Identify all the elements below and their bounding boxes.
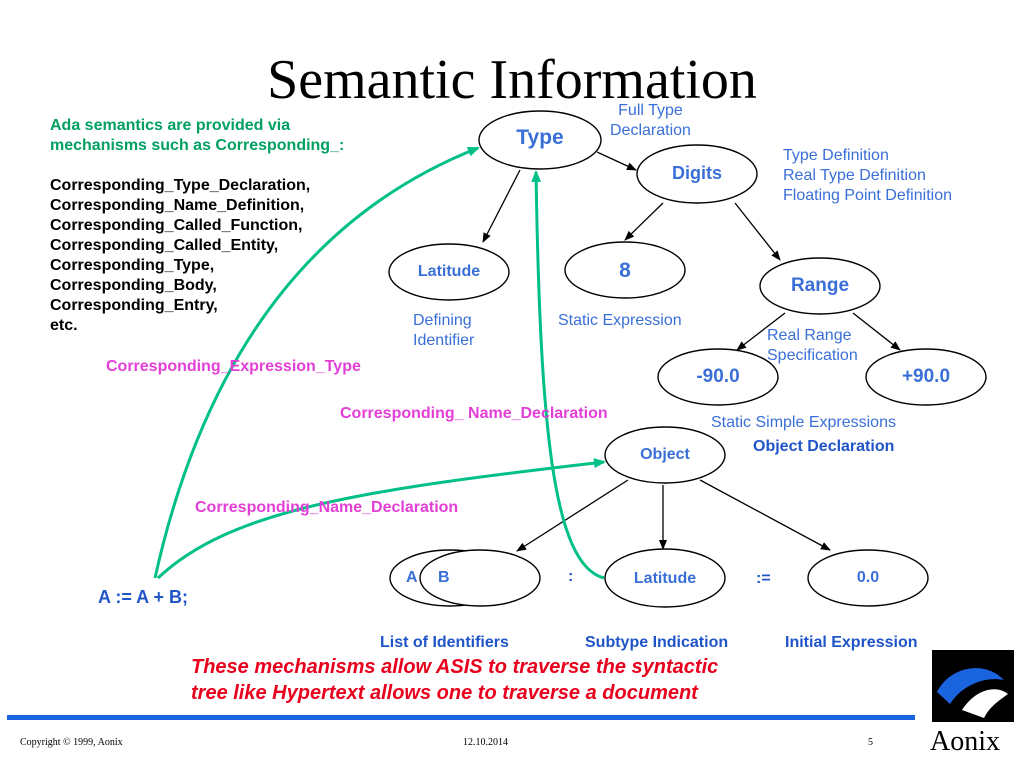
annotation-static-simple: Static Simple Expressions [711,414,896,431]
assign-symbol: := [756,570,771,587]
annotation-line: Real Range [767,327,852,344]
node-digits-label: Digits [671,163,722,183]
edge-type-digits [596,151,637,171]
node-latitude-top-label: Latitude [417,263,481,280]
annotation-object-declaration: Object Declaration [753,438,895,455]
node-latitude-top-ellipse [388,243,510,301]
annotation-type-definition: Type Definition Real Type Definition Flo… [783,146,952,206]
edge-range-neg [736,312,786,351]
link-subtype-type-curve [531,170,605,580]
node-object-ellipse [604,426,726,484]
link-label-expression-type: Corresponding_Expression_Type [106,358,361,375]
mechanism-item: etc. [50,317,78,334]
conclusion-text: These mechanisms allow ASIS to traverse … [191,654,718,706]
conclusion-line-2: tree like Hypertext allows one to traver… [191,682,698,704]
annotation-real-range: Real Range Specification [767,326,858,366]
node-eight-ellipse [564,241,686,299]
edge-digits-range [734,202,781,261]
mechanism-item: Corresponding_Type_Declaration, [50,177,311,194]
node-zero-ellipse [807,549,929,607]
intro-text: Ada semantics are provided via mechanism… [50,116,344,156]
annotation-line: Specification [767,347,858,364]
mechanism-item: Corresponding_Type, [50,257,215,274]
mechanism-item: Corresponding_Called_Entity, [50,237,279,254]
node-type-label: Type [516,126,564,149]
page-title: Semantic Information [267,49,757,111]
node-range-label: Range [790,275,850,296]
node-neg-ellipse [657,348,779,406]
mechanism-item: Corresponding_Called_Function, [50,217,303,234]
annotation-static-expression: Static Expression [558,312,682,329]
link-expression-type-curve [153,146,480,579]
node-range-ellipse [759,257,881,315]
node-digits-ellipse [636,144,758,204]
annotation-defining-identifier: Defining Identifier [413,311,474,351]
link-label-name-declaration-lower: Corresponding_Name_Declaration [195,499,459,516]
edge-object-ab [516,479,629,552]
intro-line-1: Ada semantics are provided via [50,117,291,134]
mechanism-list: Corresponding_Type_Declaration, Correspo… [50,176,310,336]
mechanism-item: Corresponding_Name_Definition, [50,197,305,214]
annotation-full-type: Full Type Declaration [610,101,691,141]
footer-rule [7,715,915,720]
node-neg-label: -90.0 [696,366,740,387]
footer-page-number: 5 [868,737,873,748]
node-type-ellipse [478,110,602,170]
aonix-logo [932,650,1014,722]
intro-line-2: mechanisms such as Corresponding_: [50,137,345,154]
node-pos-ellipse [865,348,987,406]
node-a-label: A [406,569,418,586]
edge-object-zero [699,479,831,551]
annotation-line: Identifier [413,332,475,349]
footer-date: 12.10.2014 [463,737,508,748]
node-b-ellipse [419,549,541,607]
annotation-line: Full Type [618,102,683,119]
annotation-line: Defining [413,312,472,329]
node-latitude-bottom-ellipse [604,548,726,608]
annotation-initial-expression: Initial Expression [785,634,918,651]
footer-copyright: Copyright © 1999, Aonix [20,737,123,748]
annotation-line: Type Definition [783,147,889,164]
annotation-subtype-indication: Subtype Indication [585,634,729,651]
node-latitude-bottom-label: Latitude [633,570,697,587]
node-object-label: Object [640,446,690,463]
node-zero-label: 0.0 [856,569,880,586]
mechanism-item: Corresponding_Entry, [50,297,218,314]
assignment-statement: A := A + B; [98,587,189,607]
brand-name: Aonix [930,726,1000,757]
edge-type-latitude [482,169,521,243]
conclusion-line-1: These mechanisms allow ASIS to traverse … [191,656,719,678]
node-pos-label: +90.0 [901,366,951,387]
link-label-name-declaration-upper: Corresponding_ Name_Declaration [340,405,608,422]
link-name-declaration-curve [156,458,606,580]
annotation-line: Floating Point Definition [783,187,952,204]
node-eight-label: 8 [619,259,631,282]
annotation-line: Declaration [610,122,691,139]
edge-digits-eight [624,202,664,241]
annotation-list-of-identifiers: List of Identifiers [380,634,509,651]
mechanism-item: Corresponding_Body, [50,277,217,294]
colon-symbol: : [568,568,574,585]
annotation-line: Real Type Definition [783,167,926,184]
edge-range-pos [852,312,901,351]
node-b-label: B [438,569,450,586]
